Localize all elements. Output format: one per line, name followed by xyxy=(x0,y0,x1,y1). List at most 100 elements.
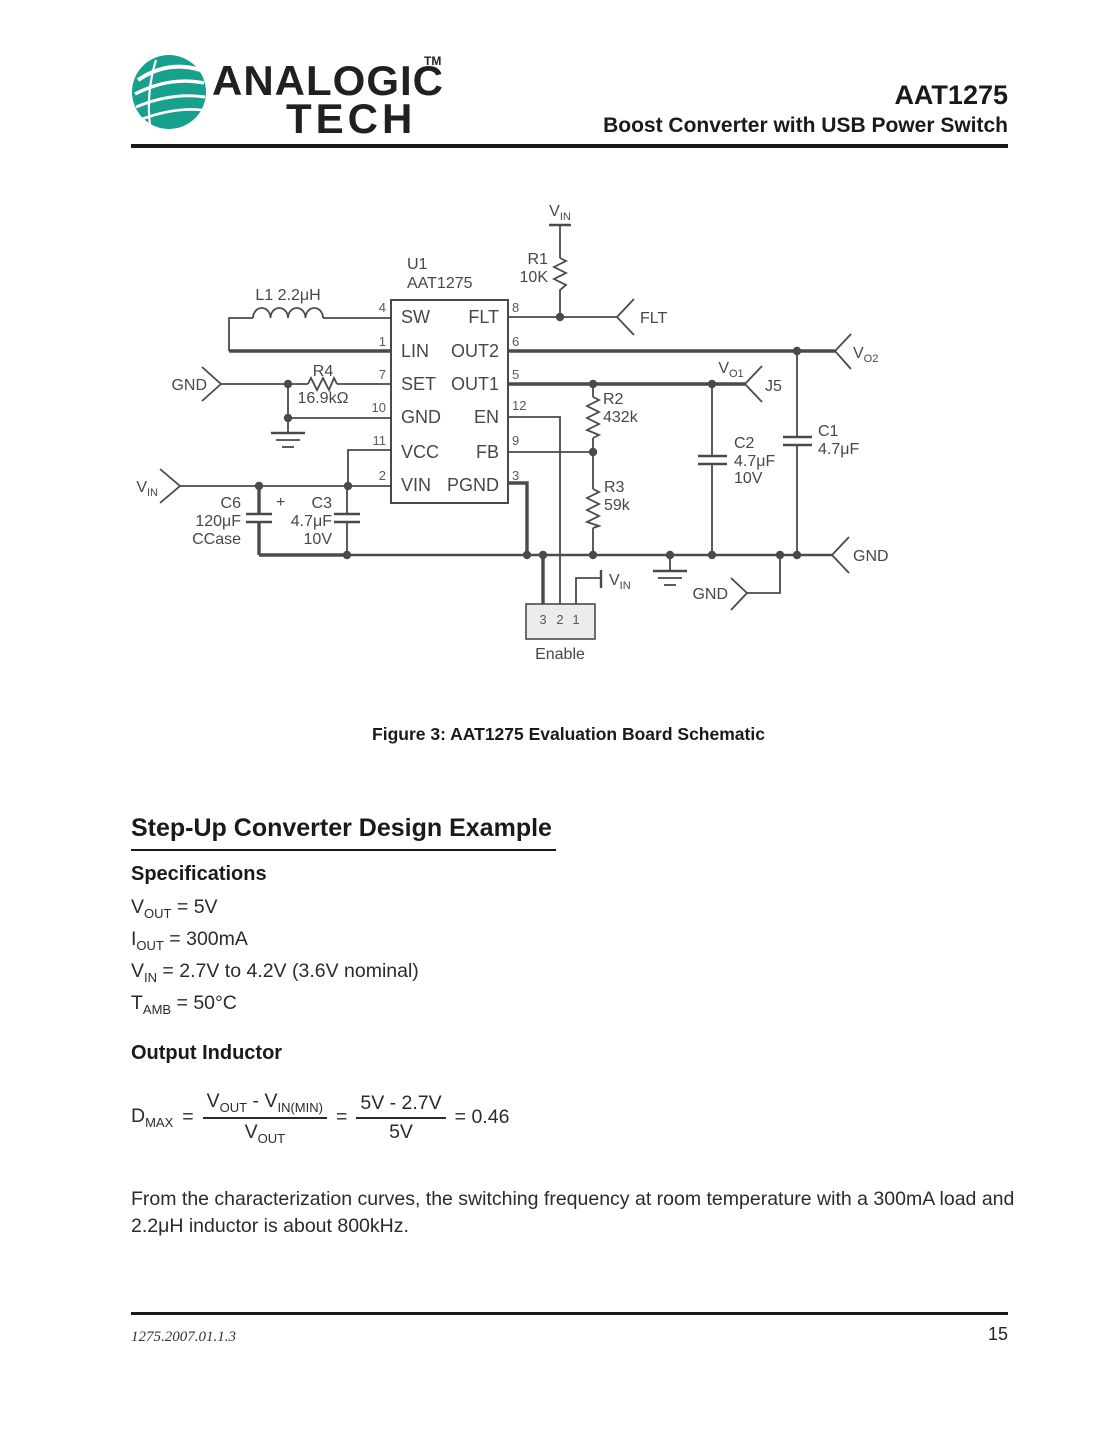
capacitor-c3: C3 4.7μF 10V xyxy=(291,486,360,555)
capacitor-c2: C2 4.7μF 10V xyxy=(698,384,775,555)
en-wire xyxy=(508,416,561,605)
gnd-bottom-connector: GND xyxy=(692,555,781,611)
j5-connector-label: J5 xyxy=(765,378,782,395)
specifications-list: VOUT = 5V IOUT = 300mA VIN = 2.7V to 4.2… xyxy=(131,891,419,1019)
l1-label: L1 2.2μH xyxy=(255,287,320,304)
r2-value-label: 432k xyxy=(603,409,639,426)
spec-iout: IOUT = 300mA xyxy=(131,928,248,953)
pin-number-12: 12 xyxy=(512,398,526,413)
pin-number-4: 4 xyxy=(379,300,386,315)
ic-pin-en: EN xyxy=(474,407,499,427)
formula-lhs: DMAX xyxy=(131,1105,174,1131)
header-divider xyxy=(131,144,1008,148)
r3-value-label: 59k xyxy=(604,497,631,514)
out2-rail: VO2 C1 4.7μF xyxy=(508,333,878,555)
c3-ref-label: C3 xyxy=(312,495,333,512)
document-subtitle: Boost Converter with USB Power Switch xyxy=(603,114,1008,137)
vin-enable-tap-label: VIN xyxy=(609,572,631,592)
formula-result: = 0.46 xyxy=(454,1106,510,1129)
set-resistor-r4: GND R4 16.9kΩ xyxy=(171,363,391,448)
pin-number-8: 8 xyxy=(512,300,519,315)
vin-left-connector-label: VIN xyxy=(136,479,158,499)
enable-pin-3: 3 xyxy=(539,612,546,627)
ic-pin-gnd: GND xyxy=(401,407,441,427)
ic-pin-vcc: VCC xyxy=(401,442,439,462)
ic-pin-vin: VIN xyxy=(401,475,431,495)
ic-pin-fb: FB xyxy=(476,442,499,462)
r2-ref-label: R2 xyxy=(603,391,624,408)
flt-connector-label: FLT xyxy=(640,310,667,327)
document-id: 1275.2007.01.1.3 xyxy=(131,1329,236,1345)
enable-pin-1: 1 xyxy=(572,612,579,627)
out1-rail: J5 VO1 C2 4.7μF 10V xyxy=(508,360,782,555)
ic-pin-sw: SW xyxy=(401,307,430,327)
c6-ref-label: C6 xyxy=(221,495,242,512)
vo1-net-label: VO1 xyxy=(718,360,743,380)
feedback-divider: R2 432k R3 59k xyxy=(508,384,639,555)
r1-value-label: 10K xyxy=(520,269,549,286)
ic-pin-flt: FLT xyxy=(468,307,499,327)
c6-polarity-plus: + xyxy=(276,494,285,511)
pgnd-wire xyxy=(508,481,529,555)
vo2-connector-label: VO2 xyxy=(853,345,878,365)
pin-number-5: 5 xyxy=(512,367,519,382)
r4-ref-label: R4 xyxy=(313,363,334,380)
pin-number-2: 2 xyxy=(379,468,386,483)
c6-value-label: 120μF xyxy=(195,513,241,530)
pin-number-10: 10 xyxy=(372,400,386,415)
gnd-left-connector-label: GND xyxy=(171,377,207,394)
capacitor-c6: + C6 120μF CCase xyxy=(192,486,285,555)
pin-number-9: 9 xyxy=(512,433,519,448)
enable-label: Enable xyxy=(535,646,585,663)
ic-pin-lin: LIN xyxy=(401,341,429,361)
ic-pin-pgnd: PGND xyxy=(447,475,499,495)
flt-pullup-r1: VIN R1 10K FLT xyxy=(508,203,667,336)
vin-top-rail-label: VIN xyxy=(549,203,571,223)
inductor-l1: L1 2.2μH xyxy=(228,287,391,353)
capacitor-c1: C1 4.7μF xyxy=(783,351,859,555)
logo-trademark: TM xyxy=(424,54,442,68)
page-number: 15 xyxy=(987,1324,1008,1344)
c3-value-label: 4.7μF xyxy=(291,513,332,530)
part-number-title: AAT1275 xyxy=(894,80,1008,110)
c6-note-label: CCase xyxy=(192,531,241,548)
ic-u1: U1 AAT1275 SW LIN SET GND VCC VIN FLT OU… xyxy=(372,256,526,504)
c1-value-label: 4.7μF xyxy=(818,441,859,458)
evaluation-board-schematic: U1 AAT1275 SW LIN SET GND VCC VIN FLT OU… xyxy=(136,203,889,663)
gnd-right-connector-label: GND xyxy=(853,548,889,565)
r3-ref-label: R3 xyxy=(604,479,625,496)
figure-caption: Figure 3: AAT1275 Evaluation Board Schem… xyxy=(372,724,765,744)
junction-dots xyxy=(254,312,802,560)
c2-value-label: 4.7μF xyxy=(734,453,775,470)
c3-note-label: 10V xyxy=(304,531,333,548)
gnd-bottom-connector-label: GND xyxy=(692,586,728,603)
ic-ref-label: U1 xyxy=(407,256,428,273)
duty-cycle-formula: DMAX = VOUT - VIN(MIN) VOUT = 5V - 2.7V … xyxy=(131,1090,509,1146)
ic-pin-out1: OUT1 xyxy=(451,374,499,394)
pin-number-11: 11 xyxy=(373,433,387,448)
pin-number-3: 3 xyxy=(512,468,519,483)
pin-number-6: 6 xyxy=(512,334,519,349)
formula-fraction-numeric: 5V - 2.7V 5V xyxy=(356,1092,446,1144)
analogictech-logo-icon xyxy=(132,55,206,129)
input-section: VIN + C6 120μF CCase C3 4.7μF xyxy=(136,449,391,555)
formula-eq1: = xyxy=(182,1106,194,1129)
ground-rail: GND GND xyxy=(259,536,889,611)
output-inductor-heading: Output Inductor xyxy=(131,1042,283,1064)
spec-tamb: TAMB = 50°C xyxy=(131,992,237,1017)
enable-header: VIN 3 2 1 Enable xyxy=(525,555,631,663)
section-title: Step-Up Converter Design Example xyxy=(131,814,556,851)
r4-value-label: 16.9kΩ xyxy=(297,390,348,407)
ic-pin-out2: OUT2 xyxy=(451,341,499,361)
c2-ref-label: C2 xyxy=(734,435,755,452)
spec-vout: VOUT = 5V xyxy=(131,896,218,921)
logo-wordmark-tech: TECH xyxy=(286,95,417,142)
earth-ground-left-icon xyxy=(271,431,305,448)
ic-part-label: AAT1275 xyxy=(407,275,473,292)
specifications-heading: Specifications xyxy=(131,863,267,885)
footer-divider xyxy=(131,1312,1008,1315)
pin-number-7: 7 xyxy=(379,367,386,382)
formula-eq2: = xyxy=(335,1106,348,1129)
ic-pin-set: SET xyxy=(401,374,436,394)
